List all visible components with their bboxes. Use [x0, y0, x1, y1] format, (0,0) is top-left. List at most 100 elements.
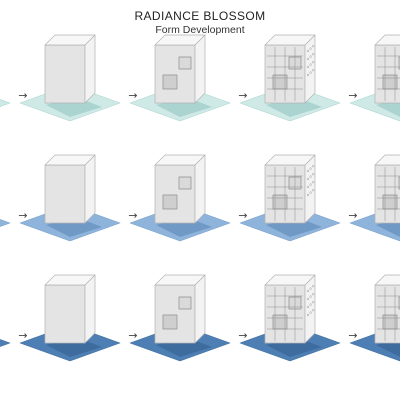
screen-perforation — [312, 173, 315, 176]
massing-front-face — [154, 44, 196, 104]
screen-perforation — [312, 189, 315, 192]
massing-top-face — [264, 274, 316, 286]
massing-top-face — [374, 34, 400, 46]
screen-perforation — [309, 191, 312, 194]
stage-2-1 — [0, 219, 11, 227]
massing-front-face — [374, 44, 400, 104]
screen-perforation — [306, 73, 310, 77]
stage-3-4 — [239, 274, 341, 362]
massing-side-face — [84, 274, 96, 344]
screen-perforation — [309, 311, 312, 314]
form-row-3: → → → → — [0, 274, 400, 362]
stage-2-4 — [239, 154, 341, 242]
screen-perforation — [312, 309, 315, 312]
screen-perforation — [309, 287, 312, 290]
massing-top-face — [264, 154, 316, 166]
diagram-title: RADIANCE BLOSSOM — [134, 9, 266, 23]
screen-perforation — [306, 305, 310, 309]
screen-perforation — [306, 177, 310, 181]
arrow-icon: → — [128, 89, 137, 102]
void-cut — [178, 176, 192, 190]
screen-perforation — [306, 193, 310, 197]
screen-perforation — [309, 183, 312, 186]
massing-top-face — [154, 274, 206, 286]
screen-perforation — [306, 65, 310, 69]
screen-perforation — [312, 293, 315, 296]
screen-perforation — [312, 61, 315, 64]
screen-perforation — [312, 165, 315, 168]
site-plate — [0, 219, 11, 227]
massing-top-face — [374, 154, 400, 166]
screen-perforation — [312, 45, 315, 48]
void-cut — [178, 296, 192, 310]
site-plate — [0, 99, 11, 107]
arrow-icon: → — [348, 329, 357, 342]
massing-front-face — [154, 164, 196, 224]
massing-top-face — [374, 274, 400, 286]
screen-perforation — [312, 69, 315, 72]
screen-perforation — [306, 313, 310, 317]
massing-side-face — [84, 34, 96, 104]
massing-side-face — [84, 154, 96, 224]
arrow-icon: → — [18, 89, 27, 102]
site-plate — [0, 339, 11, 347]
arrow-icon: → — [238, 209, 247, 222]
screen-perforation — [306, 297, 310, 301]
stage-3-1 — [0, 339, 11, 347]
arrow-icon: → — [348, 209, 357, 222]
massing-front-face — [44, 284, 86, 344]
screen-perforation — [309, 167, 312, 170]
massing-side-face — [194, 154, 206, 224]
massing-top-face — [264, 34, 316, 46]
stage-2-2 — [19, 154, 121, 242]
screen-perforation — [309, 63, 312, 66]
stage-2-3 — [129, 154, 231, 242]
void-cut — [178, 56, 192, 70]
stage-3-5 — [349, 274, 400, 362]
arrow-icon: → — [128, 329, 137, 342]
massing-top-face — [44, 274, 96, 286]
screen-perforation — [306, 57, 310, 61]
stage-1-4 — [239, 34, 341, 122]
form-row-1: →→→→ — [0, 34, 400, 122]
massing-side-face — [194, 274, 206, 344]
arrow-icon: → — [238, 329, 247, 342]
stage-2-5 — [349, 154, 400, 242]
massing-side-face — [194, 34, 206, 104]
form-row-2: →→→→ — [0, 154, 400, 242]
screen-perforation — [312, 53, 315, 56]
stage-3-2 — [19, 274, 121, 362]
screen-perforation — [309, 175, 312, 178]
screen-perforation — [309, 303, 312, 306]
massing-front-face — [154, 284, 196, 344]
arrow-icon: → — [18, 209, 27, 222]
screen-perforation — [309, 295, 312, 298]
arrow-icon: → — [18, 329, 27, 342]
stage-1-3 — [129, 34, 231, 122]
diagram-subtitle: Form Development — [155, 24, 245, 36]
screen-perforation — [306, 169, 310, 173]
stage-1-1 — [0, 99, 11, 107]
stage-1-2 — [19, 34, 121, 122]
massing-top-face — [44, 154, 96, 166]
void-cut — [162, 314, 178, 330]
screen-perforation — [312, 181, 315, 184]
massing-front-face — [374, 164, 400, 224]
arrow-icon: → — [238, 89, 247, 102]
massing-front-face — [44, 164, 86, 224]
massing-front-face — [374, 284, 400, 344]
massing-top-face — [154, 154, 206, 166]
screen-perforation — [309, 47, 312, 50]
massing-front-face — [44, 44, 86, 104]
massing-top-face — [44, 34, 96, 46]
massing-top-face — [154, 34, 206, 46]
screen-perforation — [309, 71, 312, 74]
screen-perforation — [306, 289, 310, 293]
stage-3-3 — [129, 274, 231, 362]
void-cut — [162, 194, 178, 210]
screen-perforation — [306, 185, 310, 189]
screen-perforation — [312, 285, 315, 288]
stage-1-5 — [349, 34, 400, 122]
